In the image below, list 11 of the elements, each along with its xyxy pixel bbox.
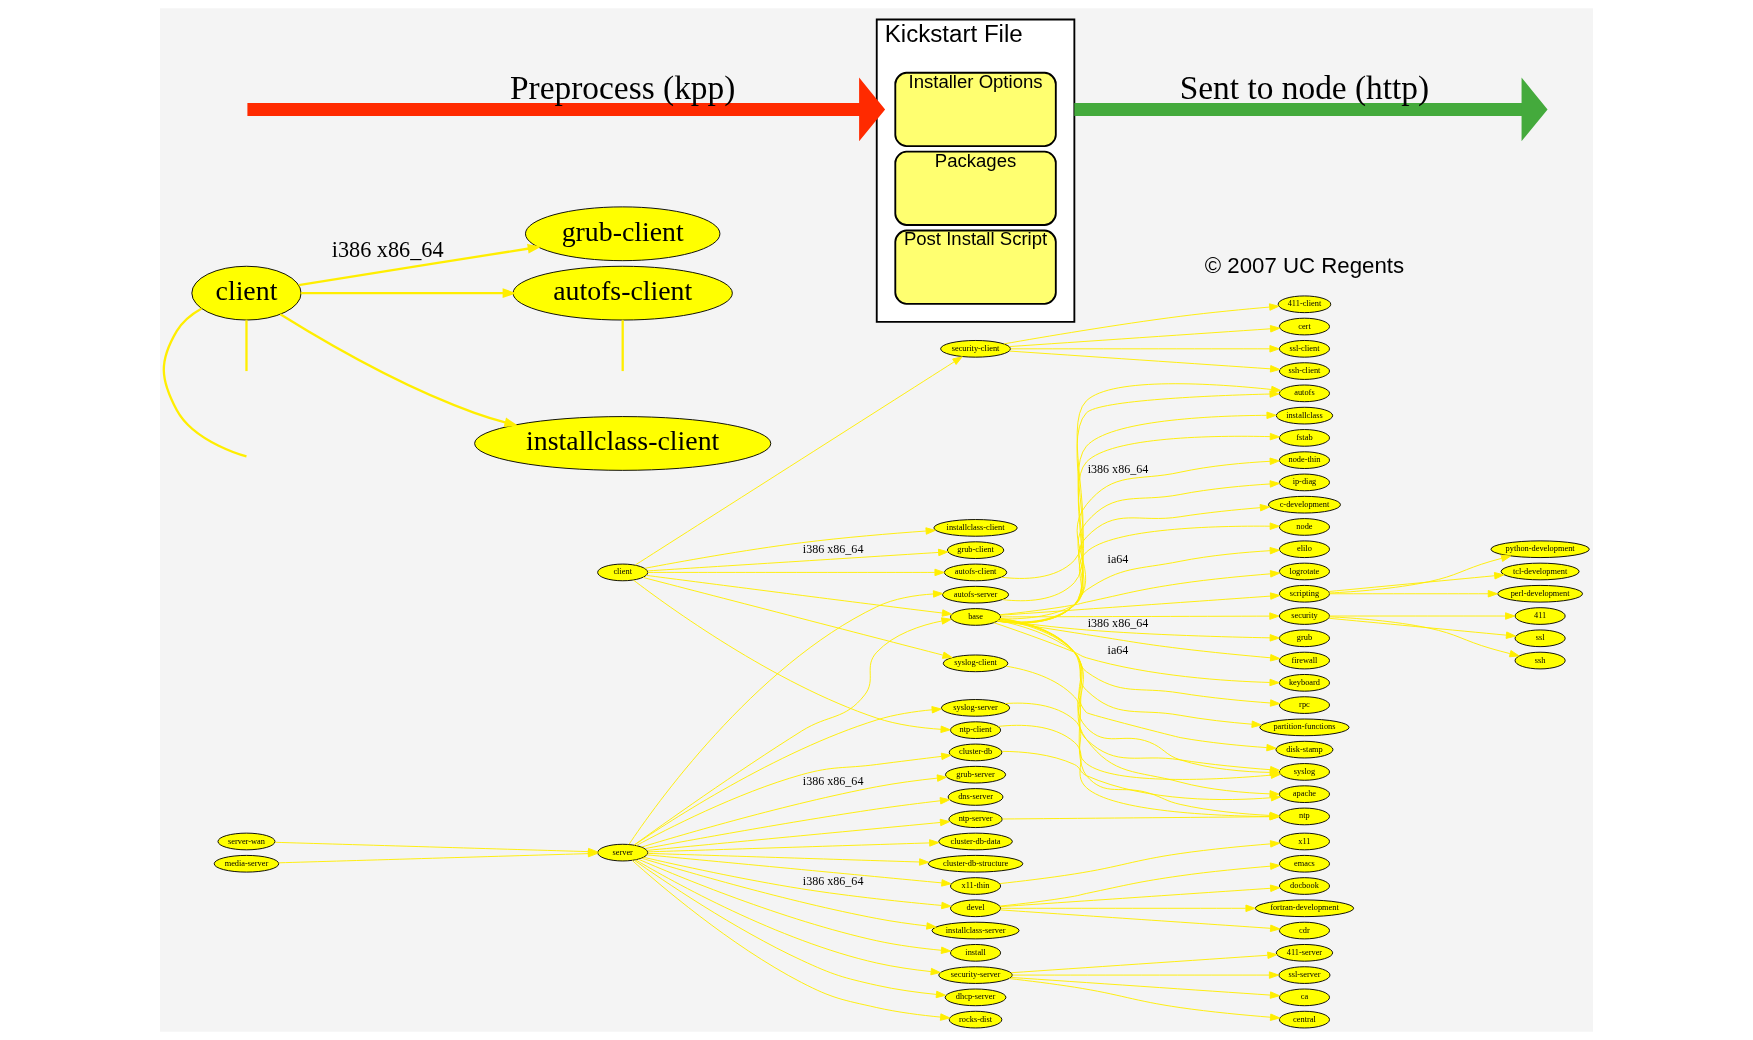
edge-label: Sent to node (http) — [1179, 69, 1430, 107]
label: © 2007 UC Regents — [1204, 252, 1405, 278]
edge-label: i386 x86_64 — [802, 774, 864, 789]
edge-label: i386 x86_64 — [802, 542, 864, 557]
edge-label: ia64 — [1107, 551, 1129, 566]
edge-label: Preprocess (kpp) — [510, 69, 736, 107]
edge-label: i386 x86_64 — [802, 874, 864, 889]
edge-label: i386 x86_64 — [331, 237, 444, 263]
edge-label: ia64 — [1107, 643, 1129, 658]
edge-label: i386 x86_64 — [1087, 615, 1149, 630]
edge-label: i386 x86_64 — [1087, 461, 1149, 476]
